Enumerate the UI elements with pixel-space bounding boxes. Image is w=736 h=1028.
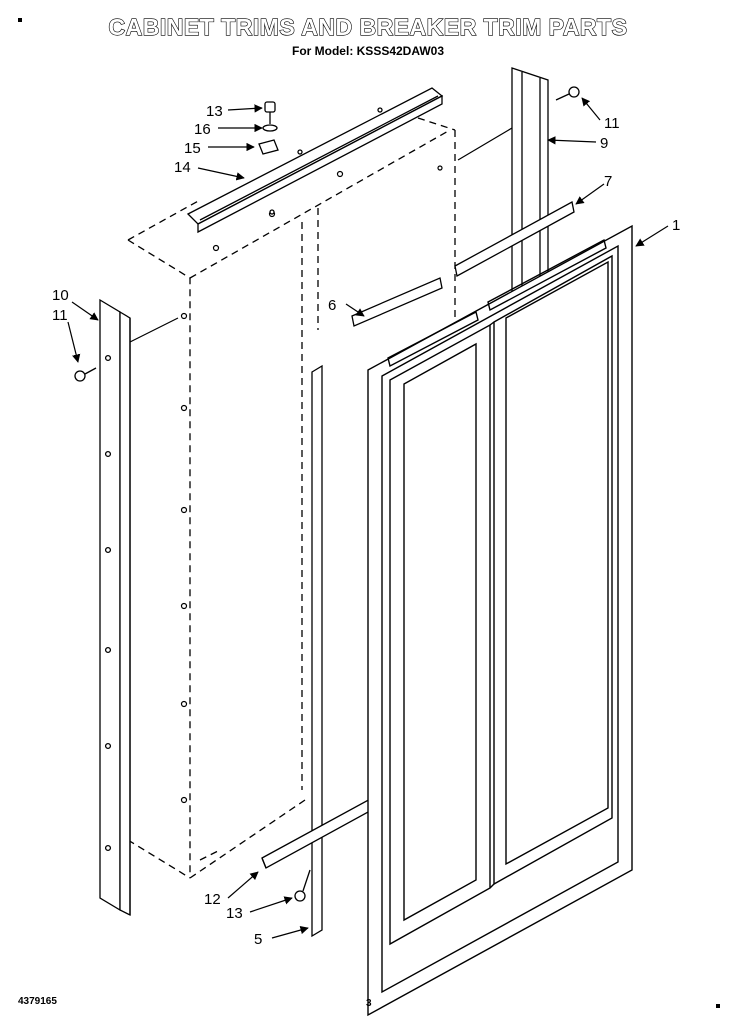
center-trim-part-5 (311, 364, 323, 938)
callout-6: 6 (328, 297, 336, 314)
callout-14: 14 (174, 159, 191, 176)
top-hardware (258, 101, 279, 155)
callout-10: 10 (52, 287, 69, 304)
right-screw-part-11 (555, 86, 580, 101)
breaker-strip-part-7 (454, 201, 575, 277)
callout-7: 7 (604, 173, 612, 190)
bottom-screw-part-13 (294, 869, 311, 902)
callout-11-right: 11 (604, 115, 620, 132)
page-title: CABINET TRIMS AND BREAKER TRIM PARTS (108, 13, 628, 40)
model-subtitle: For Model: KSSS42DAW03 (291, 44, 445, 58)
top-trim-part-14 (186, 87, 444, 234)
cabinet-holes (180, 165, 443, 804)
corner-mark-top-left (18, 18, 22, 22)
left-screw-part-11 (74, 367, 97, 382)
callout-5: 5 (254, 931, 262, 948)
page-number: 3 (366, 998, 372, 1009)
callout-13-top: 13 (206, 103, 223, 120)
corner-mark-bottom-right (716, 1004, 720, 1008)
callout-12: 12 (204, 891, 221, 908)
left-trim-part-10 (99, 298, 131, 917)
callout-15: 15 (184, 140, 201, 157)
front-frame-part-1 (367, 224, 633, 1017)
callout-16: 16 (194, 121, 211, 138)
callout-13-bottom: 13 (226, 905, 243, 922)
part-number: 4379165 (18, 996, 57, 1007)
callout-1: 1 (672, 217, 680, 234)
callout-9: 9 (600, 135, 608, 152)
breaker-strip-part-6 (351, 277, 443, 327)
leader-lines (67, 97, 669, 939)
callout-11-left: 11 (52, 307, 68, 324)
